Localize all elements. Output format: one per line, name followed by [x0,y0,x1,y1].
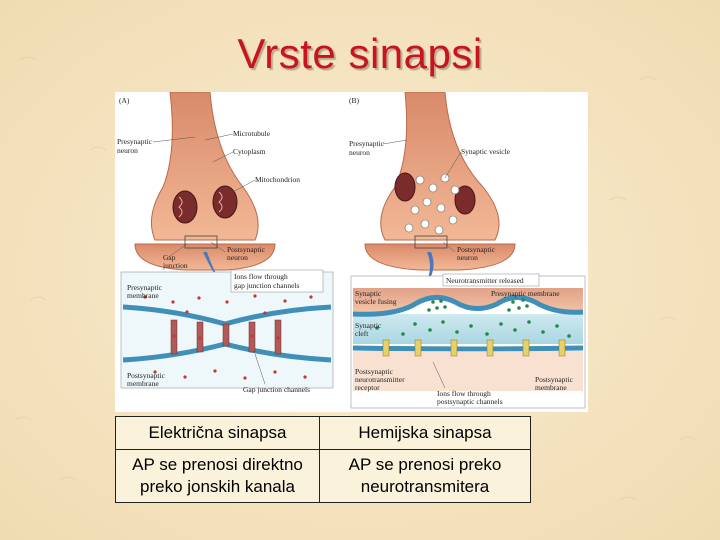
panel-a-label-postsynaptic: Postsynaptic [227,245,266,254]
panel-b-presynaptic-terminal [380,92,500,241]
panel-a-mitochondrion-icon [212,185,238,219]
panel-a-label-cytoplasm: Cytoplasm [233,147,266,156]
panel-a-label-microtubule: Microtubule [233,129,271,138]
panel-a-label-pre-membrane-2: membrane [127,291,159,300]
panel-b-label-receptor-3: receptor [355,383,380,392]
panel-a-letter: (A) [119,96,130,105]
panel-b-synaptic-vesicles [404,173,460,235]
panel-b-label-post-membrane-2: membrane [535,383,567,392]
chemical-synapse-header: Hemijska sinapsa [319,416,531,450]
panel-a-label-mitochondrion: Mitochondrion [255,175,300,184]
panel-b-label-presynaptic: Presynaptic [349,139,385,148]
panel-a-presynaptic-terminal [150,92,259,241]
panel-b: (B) Presynaptic neuron Synaptic vesicle … [349,92,586,409]
panel-b-postsynaptic-neuron [364,243,516,271]
panel-a-label-gap: Gap [163,253,176,262]
panel-b-label-receptor-2: neurotransmitter [355,375,405,384]
panel-b-label-synaptic-vesicle: Synaptic vesicle [461,147,511,156]
panel-a-label-postsynaptic-neuron: neuron [227,253,248,262]
panel-b-label-presynaptic-membrane: Presynaptic membrane [491,289,560,298]
electrical-synapse-header: Električna sinapsa [115,416,320,450]
panel-a-label-pre-membrane-1: Presynaptic [127,283,163,292]
chemical-desc-line-2: neurotransmitera [360,477,490,496]
panel-b-label-synaptic-cleft-1: Synaptic [355,321,382,330]
panel-a-postsynaptic-neuron [134,243,276,271]
panel-b-label-postsynaptic: Postsynaptic [457,245,496,254]
panel-b-label-synaptic-cleft-2: cleft [355,329,369,338]
electrical-desc-line-2: preko jonskih kanala [140,477,295,496]
panel-a-label-post-membrane-2: membrane [127,379,159,388]
panel-a-label-ions-flow-1: Ions flow through [234,272,288,281]
panel-a-ions [143,294,313,380]
panel-a-label-presynaptic: Presynaptic [117,137,153,146]
panel-b-label-synaptic: Synaptic [355,289,382,298]
panel-b-receptors [382,339,566,357]
panel-b-label-presynaptic-neuron: neuron [349,148,370,157]
panel-b-postsynaptic-membrane [352,345,584,352]
synapse-figure: (A) Presynaptic neuron [115,92,588,412]
panel-a: (A) Presynaptic neuron [117,92,334,394]
synapse-comparison-table: Električna sinapsa Hemijska sinapsa AP s… [115,416,531,503]
panel-a-label-post-membrane-1: Postsynaptic [127,371,166,380]
panel-b-label-ions-flow-1: Ions flow through [437,389,491,398]
panel-b-label-nt-released: Neurotransmitter released [446,276,524,285]
electrical-synapse-description: AP se prenosi direktno preko jonskih kan… [115,449,320,503]
panel-b-label-post-membrane-1: Postsynaptic [535,375,574,384]
panel-b-label-ions-flow-2: postsynaptic channels [437,397,503,406]
panel-b-label-receptor-1: Postsynaptic [355,367,394,376]
panel-b-mitochondrion-icon [394,172,416,202]
synapse-illustration: (A) Presynaptic neuron [117,92,586,409]
panel-a-label-ions-flow-2: gap junction channels [234,281,299,290]
panel-a-label-junction: junction [162,261,188,270]
electrical-desc-line-1: AP se prenosi direktno [132,455,303,474]
chemical-desc-line-1: AP se prenosi preko [348,455,502,474]
panel-b-label-vesicle-fusing: vesicle fusing [355,297,397,306]
panel-b-presynaptic-membrane [352,295,584,317]
page-title: Vrste sinapsi [237,30,483,77]
panel-b-label-postsynaptic-neuron: neuron [457,253,478,262]
panel-b-letter: (B) [349,96,360,105]
panel-b-neurotransmitters [375,298,571,338]
panel-a-label-gap-junction-channels: Gap junction channels [243,385,310,394]
panel-b-mitochondrion-icon [454,185,476,215]
panel-a-label-presynaptic-neuron: neuron [117,146,138,155]
chemical-synapse-description: AP se prenosi preko neurotransmitera [319,449,531,503]
panel-a-mitochondrion-icon [172,190,198,224]
